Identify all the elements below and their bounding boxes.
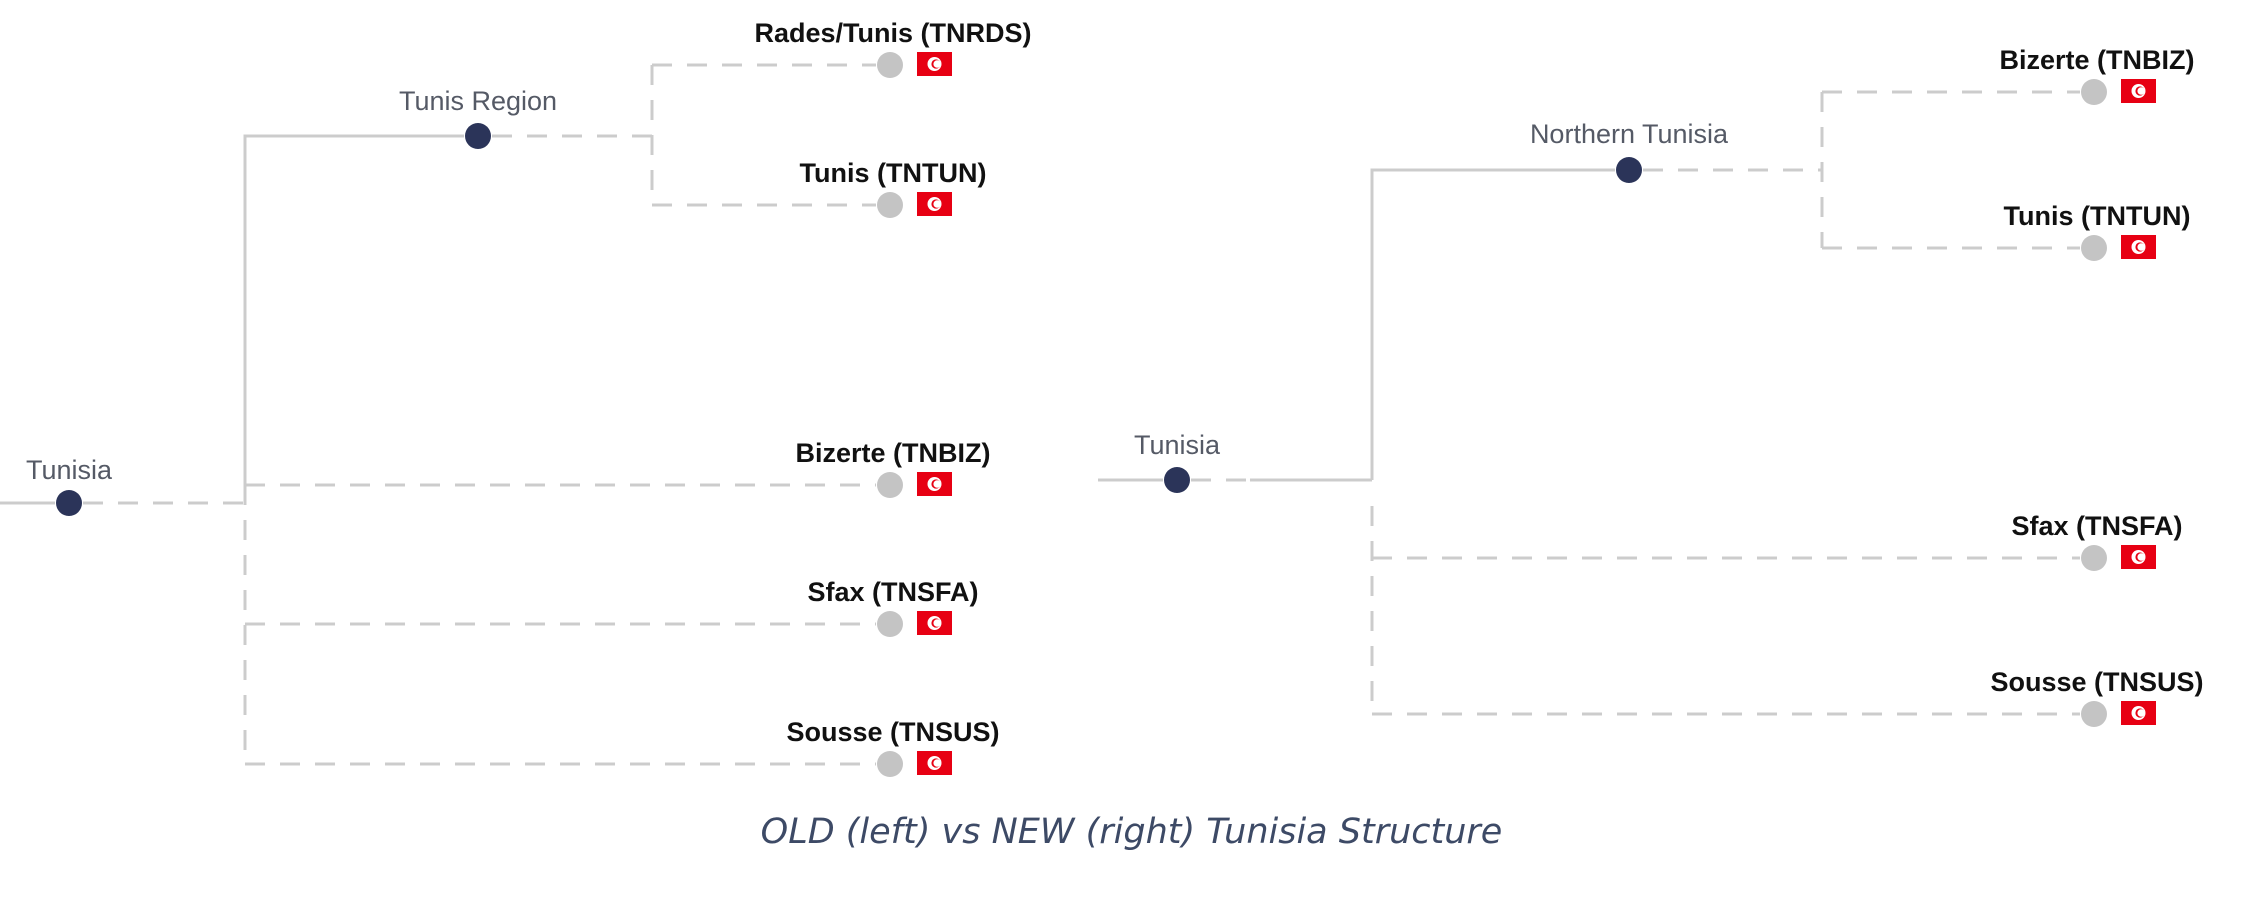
new-region-connector xyxy=(1370,168,1615,480)
port-node-new-sfax-tnsfa xyxy=(2081,545,2107,571)
tunisia-flag-icon xyxy=(917,751,952,775)
port-node-new-tunis-tntun xyxy=(2081,235,2107,261)
old-root-node xyxy=(56,490,82,516)
port-label-new-sfax-tnsfa: Sfax (TNSFA) xyxy=(2011,511,2182,541)
old-region-node xyxy=(465,123,491,149)
port-node-old-rades-tunis-tnrds xyxy=(877,52,903,78)
port-label-new-bizerte-tnbiz: Bizerte (TNBIZ) xyxy=(2000,45,2195,75)
old-root-label: Tunisia xyxy=(26,455,113,485)
port-label-old-rades-tunis-tnrds: Rades/Tunis (TNRDS) xyxy=(754,18,1031,48)
tunisia-flag-icon xyxy=(917,611,952,635)
tree-nodes: Tunisia Tunis Region Rades/Tunis (TNRDS) Tu… xyxy=(26,18,2204,777)
tunisia-flag-icon xyxy=(917,52,952,76)
port-node-old-bizerte-tnbiz xyxy=(877,472,903,498)
connector-lines xyxy=(0,63,2080,766)
port-label-new-sousse-tnsus: Sousse (TNSUS) xyxy=(1990,667,2203,697)
port-node-old-sfax-tnsfa xyxy=(877,611,903,637)
tunisia-flag-icon xyxy=(917,192,952,216)
port-node-old-tunis-tntun xyxy=(877,192,903,218)
port-label-old-tunis-tntun: Tunis (TNTUN) xyxy=(800,158,987,188)
tunisia-flag-icon xyxy=(2121,701,2156,725)
port-node-old-sousse-tnsus xyxy=(877,751,903,777)
port-label-old-sfax-tnsfa: Sfax (TNSFA) xyxy=(807,577,978,607)
port-label-old-bizerte-tnbiz: Bizerte (TNBIZ) xyxy=(796,438,991,468)
old-region-connector xyxy=(243,134,464,503)
new-region-label: Northern Tunisia xyxy=(1530,119,1729,149)
figure-caption: OLD (left) vs NEW (right) Tunisia Struct… xyxy=(760,812,1503,852)
new-root-node xyxy=(1164,467,1190,493)
new-region-node xyxy=(1616,157,1642,183)
port-node-new-sousse-tnsus xyxy=(2081,701,2107,727)
tunisia-flag-icon xyxy=(917,472,952,496)
old-region-label: Tunis Region xyxy=(399,86,557,116)
port-node-new-bizerte-tnbiz xyxy=(2081,79,2107,105)
tunisia-flag-icon xyxy=(2121,545,2156,569)
new-root-label: Tunisia xyxy=(1134,430,1221,460)
tunisia-flag-icon xyxy=(2121,235,2156,259)
tunisia-flag-icon xyxy=(2121,79,2156,103)
port-label-old-sousse-tnsus: Sousse (TNSUS) xyxy=(786,717,999,747)
port-label-new-tunis-tntun: Tunis (TNTUN) xyxy=(2004,201,2191,231)
